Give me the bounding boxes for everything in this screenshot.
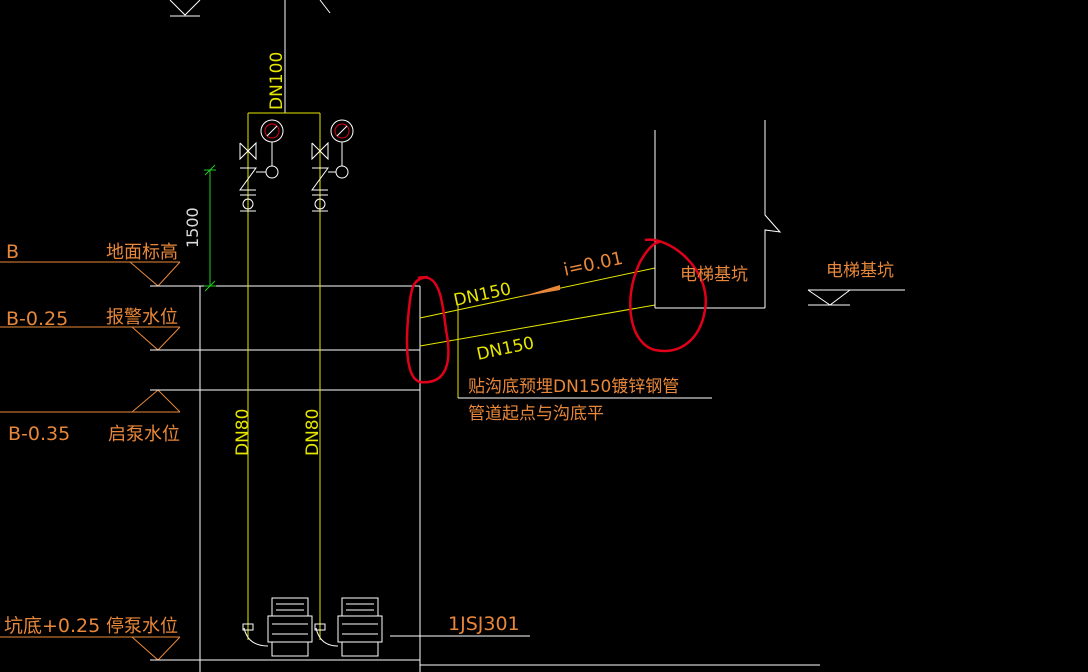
right-branch-valves bbox=[311, 113, 354, 640]
branch-right-label: DN80 bbox=[303, 409, 323, 456]
level-b025-name: B-0.25 bbox=[6, 308, 68, 330]
level-b-name: B bbox=[6, 241, 19, 263]
note-line-1: 贴沟底预埋DN150镀锌钢管 bbox=[468, 377, 679, 397]
pit-outline bbox=[199, 286, 820, 672]
level-line-pit bbox=[0, 636, 420, 661]
pump-right bbox=[314, 597, 383, 657]
slope-arrow-icon bbox=[520, 285, 560, 297]
riser-label: DN100 bbox=[267, 52, 287, 110]
elevator-pit-label-inside: 电梯基坑 bbox=[680, 265, 748, 285]
level-b035-desc: 启泵水位 bbox=[108, 424, 180, 445]
equipment-code: 1JSJ301 bbox=[448, 613, 520, 635]
level-b-desc: 地面标高 bbox=[106, 242, 178, 263]
dimension-1500 bbox=[204, 164, 216, 292]
level-line-b035 bbox=[0, 389, 420, 413]
level-pit-desc: 停泵水位 bbox=[106, 616, 178, 637]
elevator-pit-label-outside: 电梯基坑 bbox=[826, 261, 894, 281]
elevator-pit bbox=[654, 120, 905, 309]
dn150-pipes bbox=[419, 267, 712, 399]
riser-pipe bbox=[169, 0, 331, 114]
level-pit-name: 坑底+0.25 bbox=[4, 615, 100, 637]
level-b025-desc: 报警水位 bbox=[106, 307, 178, 328]
level-line-b bbox=[0, 261, 420, 287]
note-line-2: 管道起点与沟底平 bbox=[468, 404, 604, 424]
left-branch-valves bbox=[239, 113, 284, 640]
level-b035-name: B-0.35 bbox=[8, 423, 70, 445]
red-circle-right bbox=[628, 238, 707, 353]
upper-pipe-label: DN150 bbox=[452, 279, 513, 311]
dimension-label: 1500 bbox=[183, 207, 202, 248]
lower-pipe-label: DN150 bbox=[475, 333, 536, 365]
red-circle-left bbox=[405, 275, 450, 384]
pump-left bbox=[242, 597, 313, 657]
branch-left-label: DN80 bbox=[233, 409, 253, 456]
level-line-b025 bbox=[0, 326, 420, 351]
